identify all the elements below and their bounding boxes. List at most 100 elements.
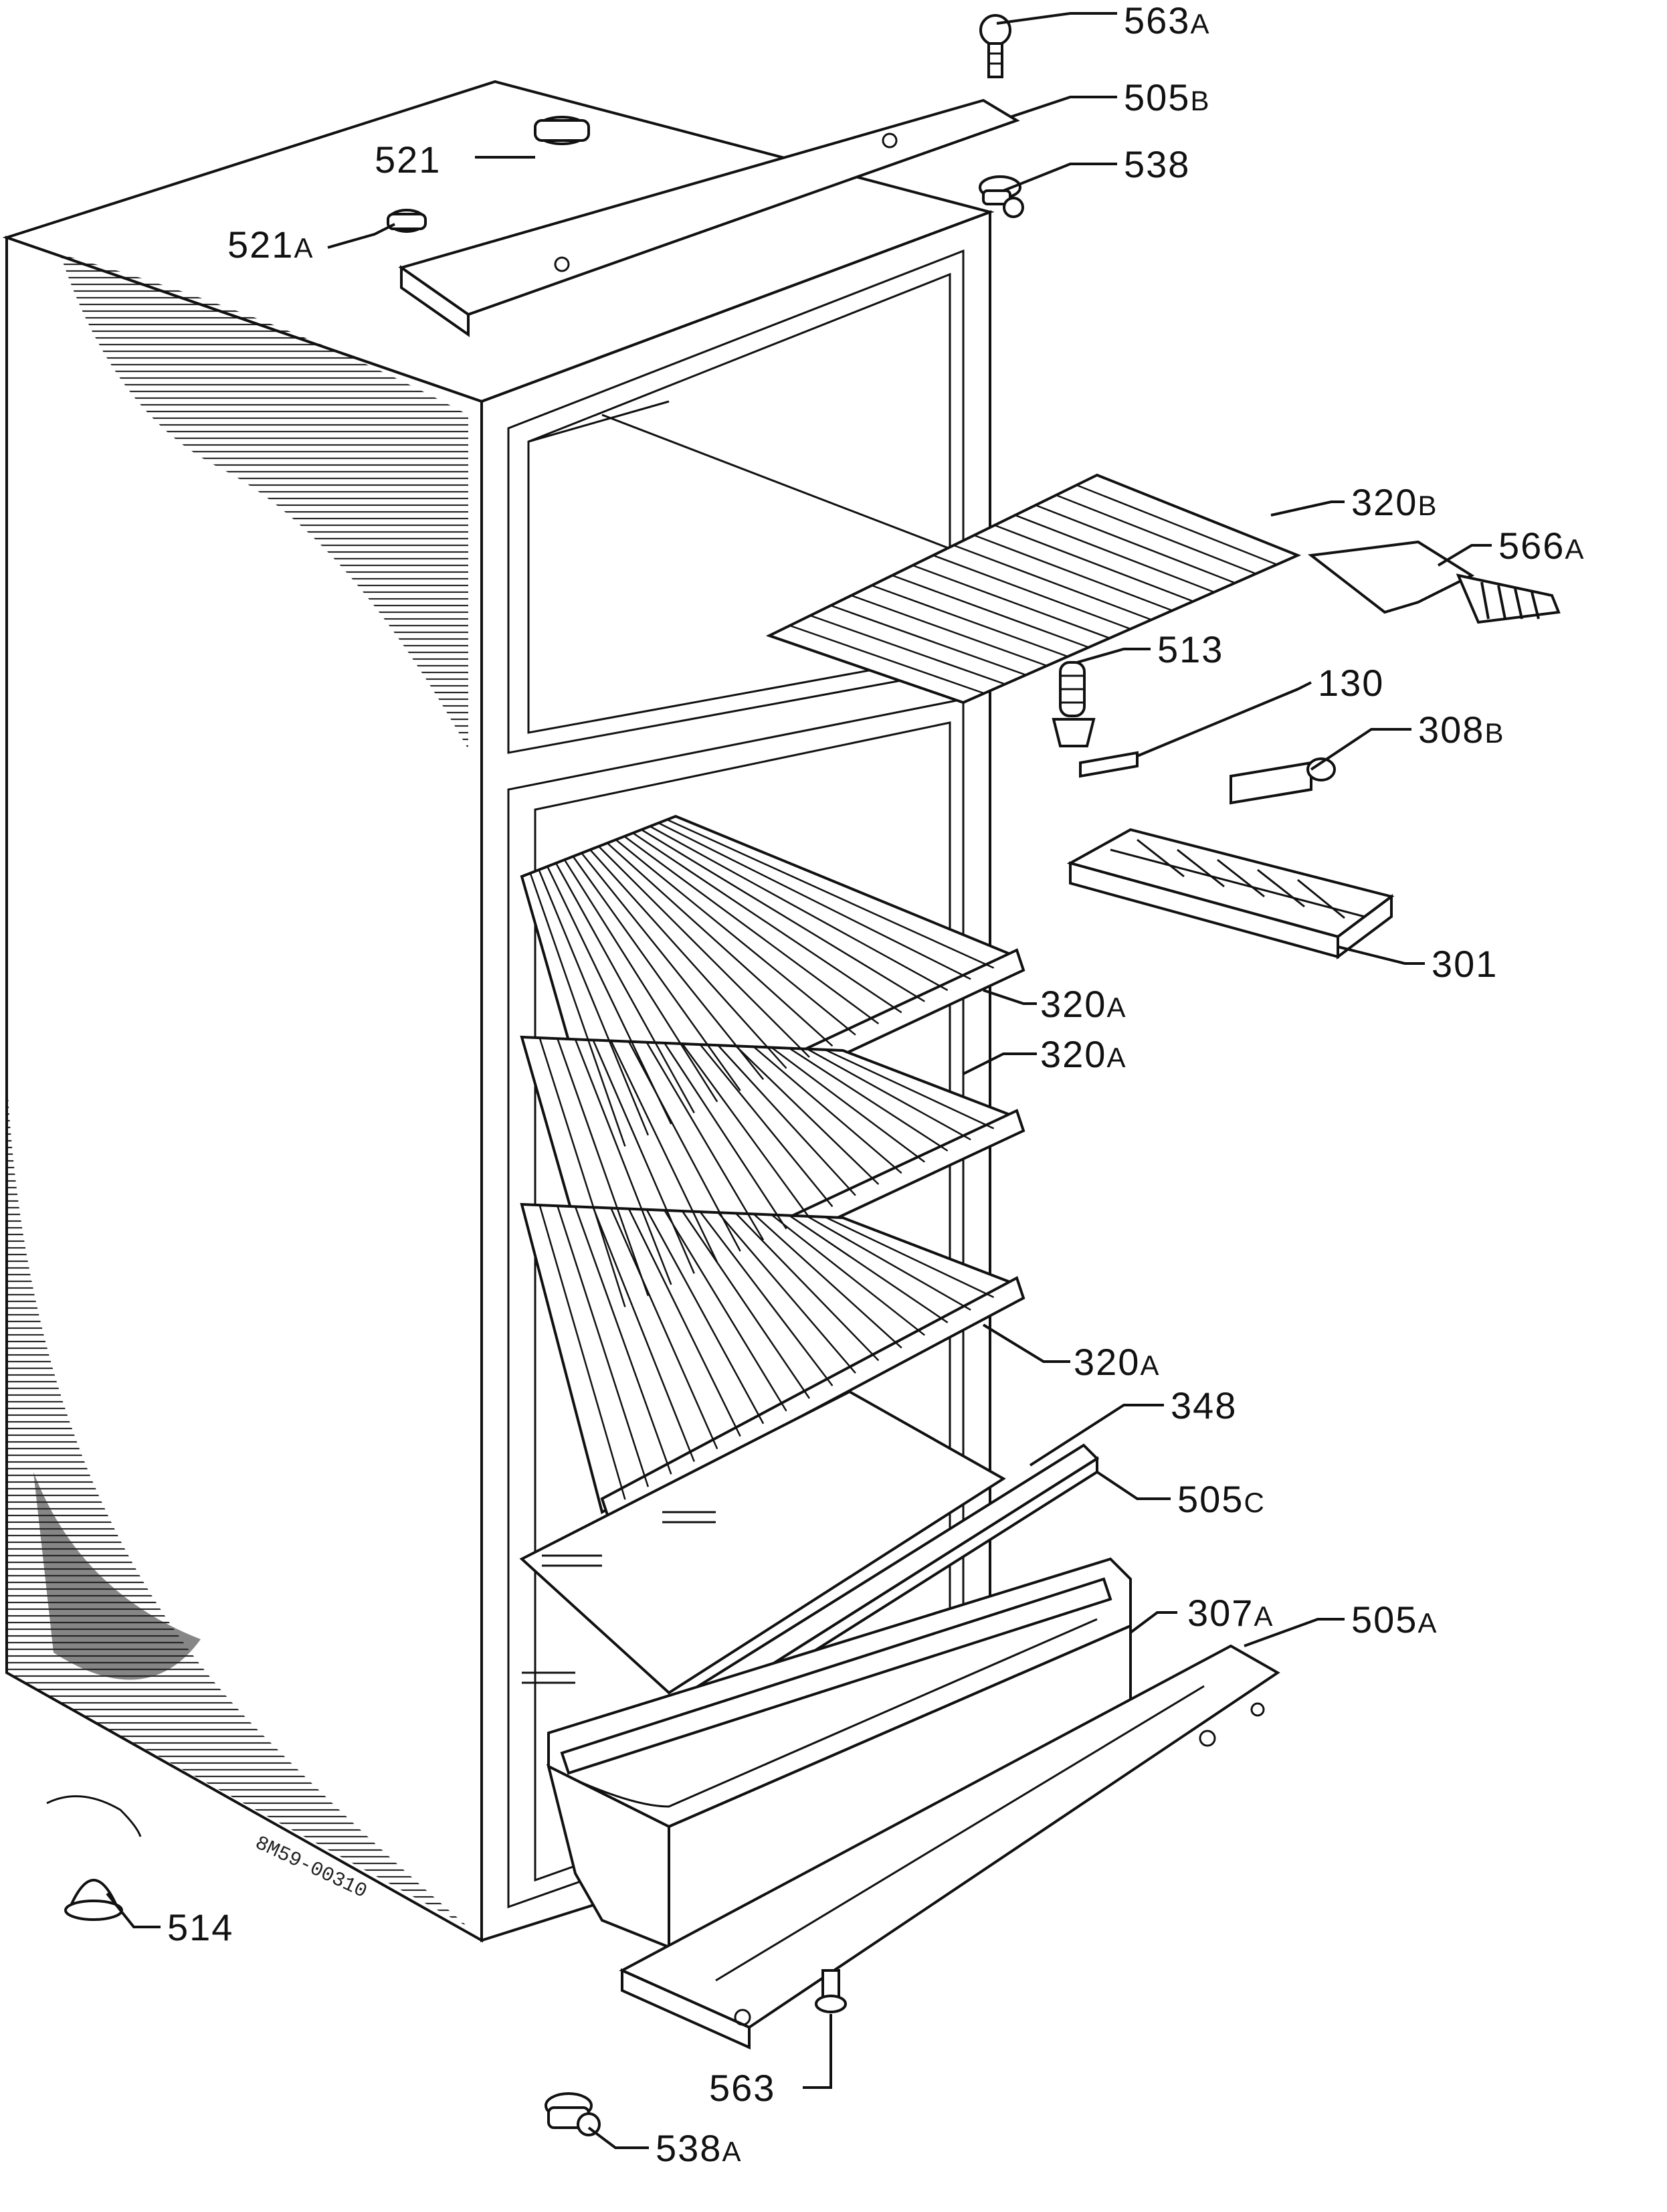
shelf-rib [1076, 484, 1278, 565]
shelf-rib [581, 852, 765, 1081]
callout-348: 348 [1171, 1384, 1237, 1426]
shelf-rib [953, 544, 1152, 621]
shelf-rib [753, 1046, 902, 1174]
shelf-rib [563, 859, 718, 1103]
shelf-rib [699, 1211, 834, 1386]
shelf-rib [641, 828, 925, 1002]
callout-514: 514 [167, 1906, 233, 1948]
shelf-rib [538, 869, 650, 1136]
shelf-rib [807, 1215, 971, 1311]
shelf-rib [538, 1204, 626, 1500]
shelf-rib [574, 1038, 672, 1285]
shelf-rib [646, 1209, 765, 1424]
shelf-rib [627, 1208, 741, 1437]
lamp-cover-130 [1079, 751, 1139, 778]
hinge-pin-538a [545, 2092, 601, 2136]
foot-514 [46, 1795, 142, 1921]
callout-320a-2: 320A [1040, 1033, 1126, 1075]
shelf-rib [789, 1047, 949, 1152]
shelf-rib [632, 832, 902, 1014]
shelf-rib [623, 835, 880, 1025]
callout-513: 513 [1157, 628, 1223, 670]
shelf-rib [1015, 514, 1215, 593]
shelf-rib [664, 1042, 787, 1230]
hinge-563a [979, 14, 1011, 78]
shelf-rib [555, 862, 695, 1113]
callout-563a: 563A [1124, 0, 1210, 41]
callout-538: 538 [1124, 143, 1190, 185]
shelf-rib [589, 849, 787, 1069]
ice-scraper-566a [1307, 540, 1561, 624]
callout-563: 563 [709, 2067, 775, 2109]
shelf-rib [994, 524, 1194, 602]
shelf-rib [606, 842, 834, 1047]
shelf-rib [610, 1040, 718, 1263]
shelf-rib [598, 846, 810, 1058]
shelf-rib [646, 1042, 765, 1240]
cover-cap-521a [387, 209, 427, 233]
shelf-rib [592, 1039, 695, 1274]
shelf-rib [664, 1210, 787, 1412]
callout-521: 521 [375, 139, 441, 181]
callout-505b: 505B [1124, 76, 1210, 118]
fridge-shelf-320a-bottom [520, 1202, 1025, 1521]
shelf-rib [592, 1206, 695, 1462]
shelf-rib [1056, 494, 1256, 575]
callout-521a: 521A [227, 223, 314, 266]
shelf-rib [650, 825, 949, 992]
shelf-rib [851, 594, 1048, 667]
bracket-308b [1230, 757, 1336, 805]
shelf-rib [892, 574, 1089, 648]
shelf-rib [735, 1212, 880, 1362]
shelf-rib [753, 1213, 902, 1349]
shelf-rib [658, 822, 971, 980]
shelf-rib [529, 872, 626, 1147]
shelf-rib [871, 584, 1068, 658]
shelf-rib [789, 1214, 949, 1323]
shelf-rib [824, 1216, 995, 1299]
leader-lines [106, 12, 1492, 2149]
bottom-hinge-bracket-505a [619, 1644, 1280, 2050]
hinge-pin-538 [979, 175, 1024, 218]
callout-301: 301 [1432, 943, 1498, 985]
callout-505a: 505A [1351, 1598, 1438, 1641]
shelf-rib [824, 1048, 995, 1129]
shelf-rib [933, 554, 1131, 630]
callout-538a: 538A [656, 2127, 742, 2169]
shelf-rib [735, 1045, 880, 1185]
shelf-rib [699, 1044, 834, 1208]
shelf-rib [666, 818, 995, 969]
callout-130: 130 [1318, 662, 1384, 704]
shelf-rib [572, 856, 741, 1091]
hinge-pin-563 [815, 1969, 847, 2013]
shelf-rib [912, 564, 1110, 639]
shelf-rib [557, 1205, 650, 1487]
callout-320a-3: 320A [1074, 1341, 1160, 1383]
glass-shelf-348 [519, 1390, 1006, 1695]
shelf-rib [1035, 504, 1236, 584]
shelf-rib [809, 614, 1005, 685]
shelf-rib [681, 1043, 811, 1218]
shelf-rib [681, 1210, 811, 1399]
shelf-rib [610, 1208, 718, 1450]
freezer-shelf-320b [765, 473, 1302, 705]
shelf-rib [615, 839, 856, 1036]
shelf-rib [717, 1044, 856, 1196]
shelf-rib [807, 1048, 971, 1141]
callout-labels: 563A 505B 521 538 521A 320B 566A 513 130… [167, 0, 1585, 2169]
callout-308b: 308B [1418, 709, 1504, 751]
crisper-drawer-307a [547, 1557, 1132, 1950]
shelf-rib [830, 604, 1027, 676]
shelf-rib [538, 1037, 626, 1307]
shelf-rib [717, 1212, 856, 1374]
ice-tray-301 [1066, 828, 1395, 959]
shelf-rib [574, 1206, 672, 1475]
shelf-rib [771, 1046, 925, 1163]
top-hinge-bracket-505b [398, 98, 1020, 337]
cover-cap-521 [534, 116, 590, 145]
shelf-rib [557, 1038, 650, 1297]
callout-307a: 307A [1187, 1592, 1274, 1634]
callout-566a: 566A [1498, 525, 1585, 567]
callout-320a-1: 320A [1040, 983, 1126, 1025]
